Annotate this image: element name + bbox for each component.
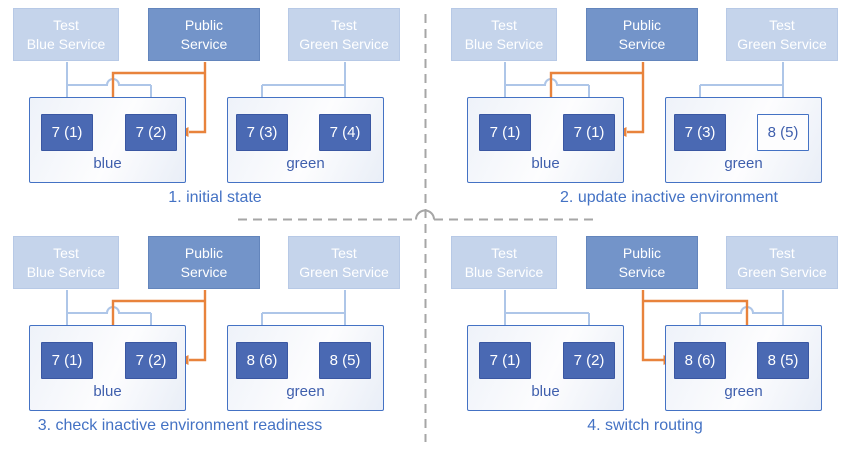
public-service-box: Public Service	[586, 8, 698, 61]
panel-initial-state: Test Blue Service Public Service Test Gr…	[0, 0, 424, 228]
test-green-service-box: Test Green Service	[288, 8, 400, 61]
test-green-service-box: Test Green Service	[288, 236, 400, 289]
environment-label: green	[724, 383, 763, 400]
pod-box: 7 (1)	[563, 114, 615, 151]
pod-box: 7 (2)	[563, 342, 615, 379]
pod-box: 7 (2)	[125, 114, 177, 151]
test-service-connector-line	[504, 290, 784, 333]
pod-box: 7 (1)	[479, 342, 531, 379]
environment-label: blue	[93, 383, 122, 400]
public-service-box: Public Service	[148, 8, 260, 61]
environment-label: blue	[93, 155, 122, 172]
public-service-box: Public Service	[586, 236, 698, 289]
panel-check-inactive-environment-readiness: Test Blue Service Public Service Test Gr…	[0, 228, 424, 456]
public-service-box: Public Service	[148, 236, 260, 289]
environment-label: blue	[531, 383, 560, 400]
environment-label: green	[286, 383, 325, 400]
panel-caption: 2. update inactive environment	[560, 189, 778, 206]
test-blue-service-box: Test Blue Service	[13, 236, 119, 289]
environment-label: blue	[531, 155, 560, 172]
test-blue-service-box: Test Blue Service	[451, 8, 557, 61]
panel-update-inactive-environment: Test Blue Service Public Service Test Gr…	[424, 0, 848, 228]
pod-box: 8 (5)	[319, 342, 371, 379]
test-green-service-box: Test Green Service	[726, 236, 838, 289]
pod-box: 8 (6)	[236, 342, 288, 379]
panel-caption: 3. check inactive environment readiness	[37, 417, 323, 434]
test-blue-service-box: Test Blue Service	[451, 236, 557, 289]
test-green-service-box: Test Green Service	[726, 8, 838, 61]
environment-label: green	[724, 155, 763, 172]
panel-caption: 1. initial state	[168, 189, 262, 206]
panel-switch-routing: Test Blue Service Public Service Test Gr…	[424, 228, 848, 456]
pod-box: 8 (5)	[757, 342, 809, 379]
panel-caption: 4. switch routing	[587, 417, 703, 434]
pod-box: 7 (3)	[674, 114, 726, 151]
pod-box: 7 (3)	[236, 114, 288, 151]
pod-box: 8 (6)	[674, 342, 726, 379]
pod-box: 7 (1)	[41, 342, 93, 379]
test-blue-service-box: Test Blue Service	[13, 8, 119, 61]
pod-box: 7 (1)	[479, 114, 531, 151]
pod-box: 7 (1)	[41, 114, 93, 151]
environment-label: green	[286, 155, 325, 172]
pod-box: 7 (2)	[125, 342, 177, 379]
pod-box: 7 (4)	[319, 114, 371, 151]
pod-box-new-version: 8 (5)	[757, 114, 809, 151]
